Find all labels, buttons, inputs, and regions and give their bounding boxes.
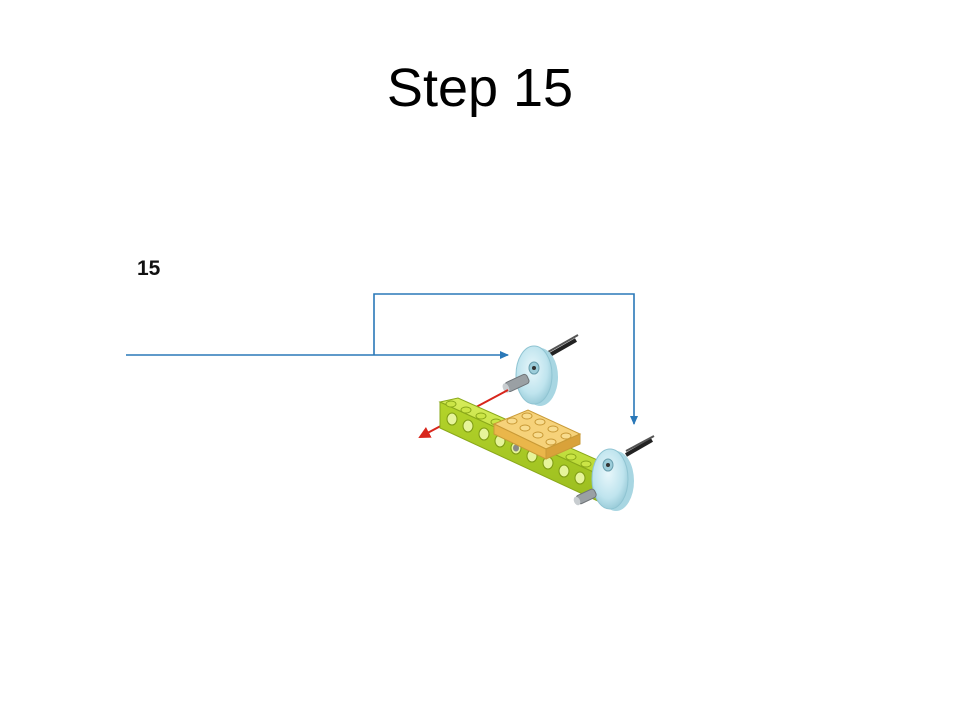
slide-title: Step 15 bbox=[386, 58, 574, 118]
brick-plate-icon bbox=[492, 409, 582, 460]
pulley-wheel-icon bbox=[515, 334, 579, 406]
guide-lines bbox=[126, 293, 638, 425]
pulley-wheel-icon bbox=[591, 435, 655, 511]
guide-line-bracket bbox=[373, 293, 638, 425]
axle-icon bbox=[573, 488, 597, 506]
step-number: 15 bbox=[137, 257, 161, 280]
